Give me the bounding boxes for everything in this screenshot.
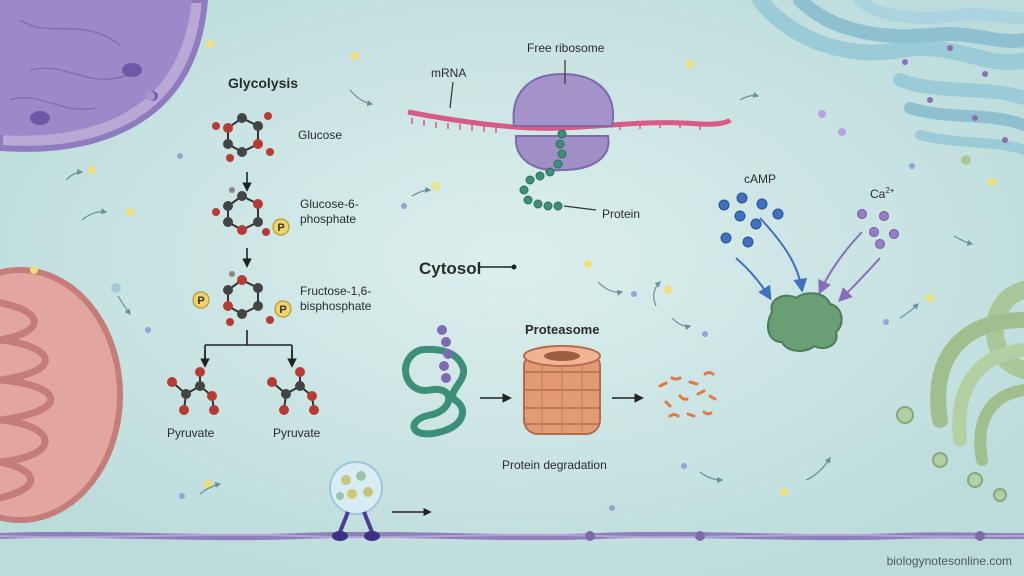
glycolysis-title: Glycolysis — [228, 75, 299, 91]
pyruvate-right-molecule-icon — [267, 367, 319, 415]
g6p-label-line1: Glucose-6- — [300, 197, 359, 211]
phosphate-badge-g6p: P — [272, 218, 290, 236]
f16bp-label-line1: Fructose-1,6- — [300, 284, 372, 298]
phosphate-symbol: P — [277, 222, 284, 234]
glucose-molecule-icon — [212, 112, 274, 162]
unfolded-protein-icon — [402, 325, 468, 438]
pyruvate-right-label: Pyruvate — [273, 426, 321, 440]
cytosolic-metabolites — [30, 40, 996, 511]
calcium-arrow-2 — [838, 257, 881, 302]
phosphate-badge-f16bp-right: P — [274, 300, 292, 318]
cytoskeleton-filament — [0, 531, 1024, 541]
calcium-charge: 2+ — [885, 186, 895, 195]
protein-degradation-label: Protein degradation — [502, 458, 607, 472]
mrna-codons — [411, 118, 701, 133]
golgi-apparatus — [930, 281, 1024, 466]
pyruvate-left-label: Pyruvate — [167, 426, 215, 440]
proteasome-label: Proteasome — [525, 322, 600, 337]
phosphate-symbol: P — [279, 304, 286, 316]
peptide-fragments-icon — [658, 371, 717, 418]
camp-label: cAMP — [744, 172, 777, 186]
mitochondrion — [0, 267, 123, 523]
split-connector — [204, 330, 293, 360]
pyruvate-left-molecule-icon — [167, 367, 219, 415]
golgi-vesicles — [896, 406, 1007, 502]
glucose-label: Glucose — [298, 128, 343, 142]
camp-arrow-2 — [735, 257, 772, 301]
camp-arrow-1 — [759, 217, 808, 293]
nucleus — [0, 0, 209, 152]
calcium-symbol: Ca — [870, 187, 886, 201]
diffusion-arrows — [65, 89, 974, 495]
mrna-label: mRNA — [431, 66, 467, 80]
fructose-bisphosphate-molecule-icon — [223, 271, 274, 326]
kinase-protein-icon — [766, 292, 843, 352]
proteasome-icon — [523, 345, 601, 435]
cytosol-label: Cytosol — [419, 259, 482, 278]
g6p-label-line2: phosphate — [300, 212, 357, 226]
free-ribosome-label: Free ribosome — [527, 41, 605, 55]
endoplasmic-reticulum — [752, 0, 1024, 155]
watermark: biologynotesonline.com — [886, 554, 1012, 568]
phosphate-badge-f16bp-left: P — [192, 291, 210, 309]
calcium-ions — [857, 209, 899, 249]
cytosol-pointer-dot — [511, 264, 517, 270]
calcium-label: Ca2+ — [870, 186, 894, 201]
glucose-6-phosphate-molecule-icon — [212, 187, 270, 236]
protein-label: Protein — [602, 207, 641, 221]
mrna-leader-line — [449, 81, 454, 109]
motor-protein-vesicle — [329, 461, 383, 541]
phosphate-symbol: P — [197, 295, 204, 307]
calcium-arrow-1 — [818, 231, 863, 295]
er-ribosomes — [902, 45, 1008, 143]
camp-molecules — [718, 192, 784, 248]
nascent-protein-chain — [519, 129, 567, 211]
protein-leader-line — [563, 205, 597, 211]
f16bp-label-line2: bisphosphate — [300, 299, 372, 313]
